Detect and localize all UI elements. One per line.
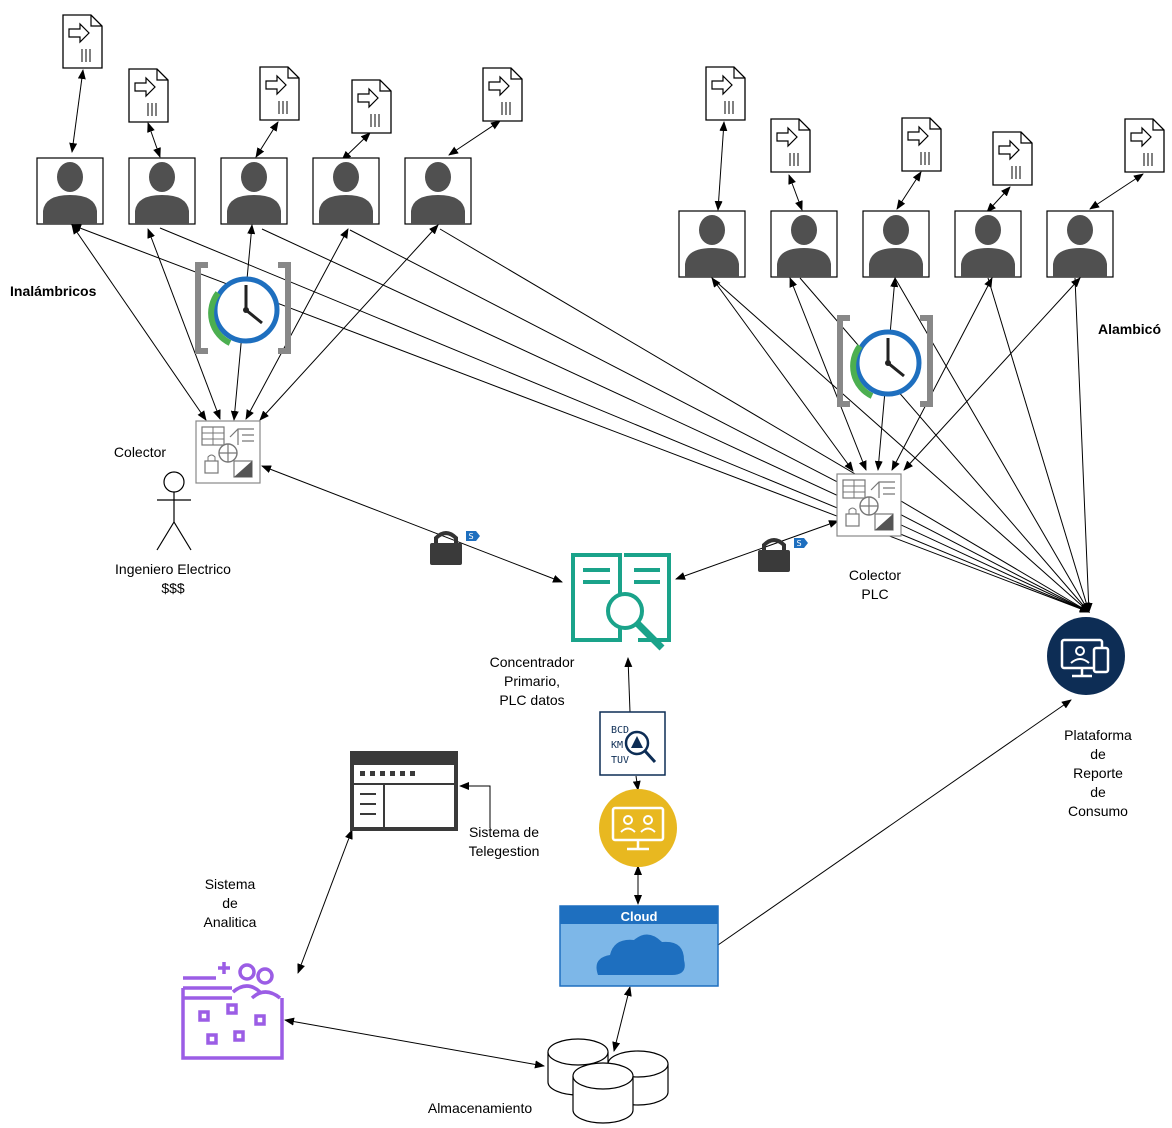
person-icon xyxy=(220,157,288,225)
svg-text:BCD: BCD xyxy=(611,725,629,736)
person-icon xyxy=(404,157,472,225)
gateway-computer-icon xyxy=(599,789,677,867)
storage-database-icon xyxy=(547,1038,669,1124)
storage-label: Almacenamiento xyxy=(427,1100,533,1116)
doc-icon xyxy=(351,79,392,134)
person-icon xyxy=(678,210,746,278)
clock-icon xyxy=(840,318,930,404)
database-search-icon: BCD KM TUV xyxy=(599,711,666,776)
collector-plc-label: Colector PLC xyxy=(848,567,902,602)
doc-icon xyxy=(770,118,811,173)
concentrator-label: Concentrador Primario, PLC datos xyxy=(489,654,575,708)
cloud-label: Cloud xyxy=(621,909,658,924)
engineer-actor-icon xyxy=(156,471,192,551)
person-icon xyxy=(36,157,104,225)
doc-icon xyxy=(705,66,746,121)
doc-icon xyxy=(901,117,942,172)
analytics-label: Sistema de Analitica xyxy=(203,876,257,930)
telegestion-label: Sistema de Telegestion xyxy=(468,824,540,859)
person-icon xyxy=(312,157,380,225)
lock-icon xyxy=(428,529,482,567)
lock-icon xyxy=(756,536,810,574)
doc-icon xyxy=(482,67,523,122)
svg-text:TUV: TUV xyxy=(611,755,629,766)
wireless-section-label: Inalámbricos xyxy=(10,283,97,299)
person-icon xyxy=(770,210,838,278)
person-icon xyxy=(954,210,1022,278)
concentrator-icon xyxy=(571,553,671,651)
analytics-icon xyxy=(181,962,284,1060)
collector-icon xyxy=(195,420,261,484)
doc-icon xyxy=(62,14,103,69)
person-icon xyxy=(1046,210,1114,278)
doc-icon xyxy=(259,66,300,121)
svg-text:KM: KM xyxy=(611,740,623,751)
doc-icon xyxy=(128,68,169,123)
collector-icon xyxy=(836,473,902,537)
consumption-platform-icon xyxy=(1047,617,1125,695)
wired-section-label: Alambicó xyxy=(1098,321,1162,337)
telegestion-window-icon xyxy=(350,751,458,831)
platform-label: Plataforma de Reporte de Consumo xyxy=(1064,727,1132,819)
person-icon xyxy=(862,210,930,278)
doc-icon xyxy=(992,131,1033,186)
engineer-label: Ingeniero Electrico $$$ xyxy=(115,561,231,596)
cloud-icon: Cloud xyxy=(559,905,719,987)
person-icon xyxy=(128,157,196,225)
collector-label: Colector xyxy=(113,444,167,460)
doc-icon xyxy=(1124,118,1165,173)
